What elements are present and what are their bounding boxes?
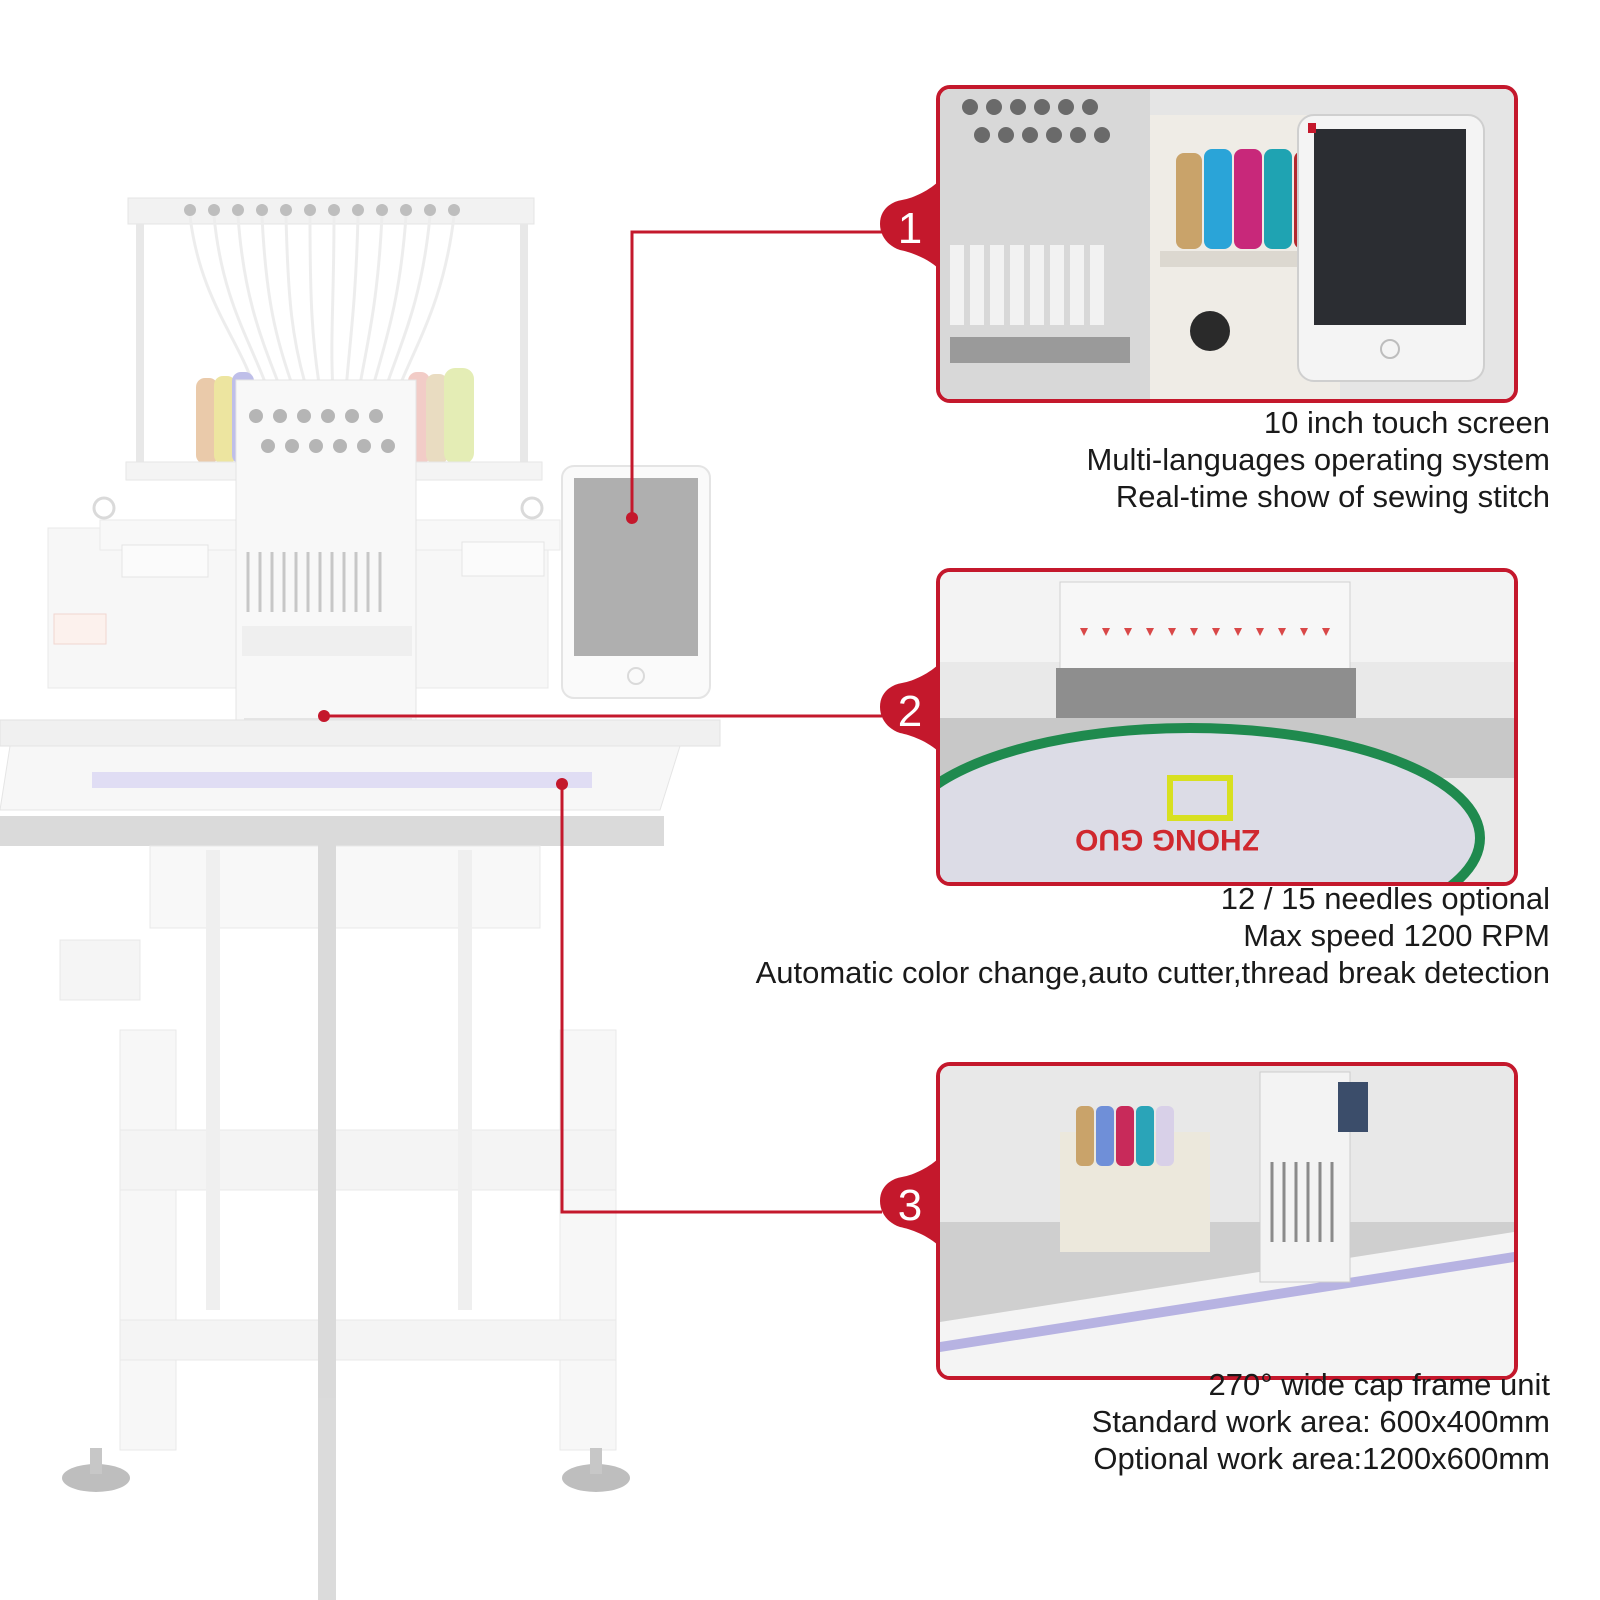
caption-line: Standard work area: 600x400mm bbox=[1091, 1404, 1550, 1439]
number-badge-2 bbox=[880, 663, 940, 753]
feature-caption-2: 12 / 15 needles optional Max speed 1200 … bbox=[756, 880, 1550, 991]
feature-callout-3: 3 bbox=[880, 1062, 1520, 1392]
caption-line: Optional work area:1200x600mm bbox=[1093, 1441, 1550, 1476]
number-badge-1 bbox=[880, 180, 940, 270]
feature-number-2: 2 bbox=[897, 687, 923, 736]
embroidery-machine-illustration bbox=[0, 197, 721, 1600]
caption-line: 12 / 15 needles optional bbox=[1220, 881, 1550, 916]
callout-frame bbox=[936, 85, 1518, 403]
callout-frame: ZHONG GUO bbox=[936, 568, 1518, 886]
caption-line: Automatic color change,auto cutter,threa… bbox=[755, 955, 1550, 990]
caption-line: Real-time show of sewing stitch bbox=[1115, 479, 1550, 514]
feature-caption-1: 10 inch touch screen Multi-languages ope… bbox=[1086, 404, 1550, 515]
caption-line: 10 inch touch screen bbox=[1263, 405, 1550, 440]
hoop-embroidery-text: ZHONG GUO bbox=[1075, 823, 1260, 856]
feature-number-3: 3 bbox=[897, 1181, 923, 1230]
caption-line: Max speed 1200 RPM bbox=[1243, 918, 1550, 953]
feature-number-1: 1 bbox=[897, 204, 923, 253]
callout-frame bbox=[936, 1062, 1518, 1380]
caption-line: Multi-languages operating system bbox=[1086, 442, 1550, 477]
feature-caption-3: 270° wide cap frame unit Standard work a… bbox=[1092, 1366, 1550, 1477]
feature-callout-2: ZHONG GUO 2 bbox=[880, 568, 1520, 898]
feature-callout-1: 1 bbox=[880, 85, 1520, 415]
caption-line: 270° wide cap frame unit bbox=[1208, 1367, 1550, 1402]
number-badge-3 bbox=[880, 1157, 940, 1247]
